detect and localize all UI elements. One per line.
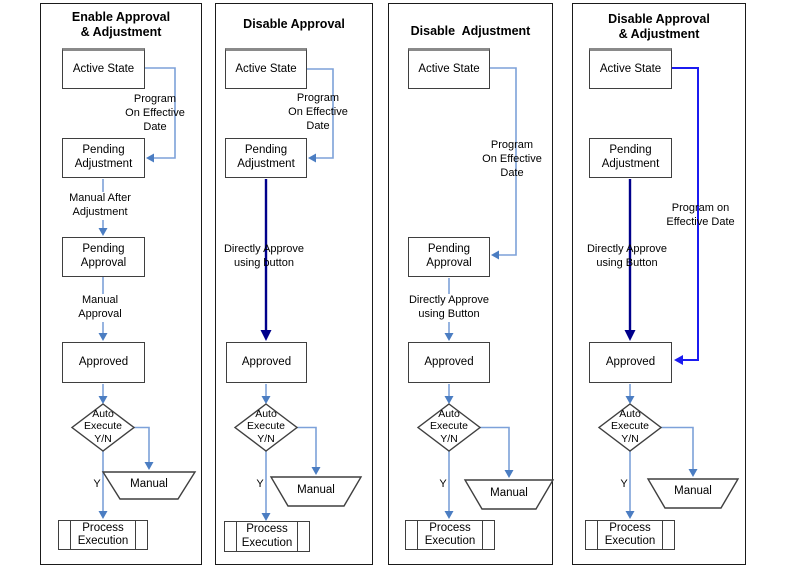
edge-label-manual-approval: Manual Approval — [60, 294, 140, 322]
process-label: Process Execution — [424, 521, 476, 547]
panel-disable-approval: Disable Approval — [215, 3, 373, 565]
node-approved: Approved — [408, 342, 490, 383]
edge-label-yes: Y — [93, 478, 101, 490]
inner-bar — [135, 521, 136, 549]
panel-title: Disable Adjustment — [410, 24, 531, 38]
node-process-execution: Process Execution — [585, 520, 675, 550]
inner-bar — [236, 522, 237, 551]
edge-label-program: Program On Effective Date — [288, 92, 348, 132]
panel-disable-adjustment: Disable Adjustment — [388, 3, 553, 565]
process-label: Process Execution — [604, 521, 656, 547]
node-active-state: Active State — [62, 48, 145, 89]
node-approved: Approved — [62, 342, 145, 383]
inner-bar — [297, 522, 298, 551]
decision-label: Auto Execute Y/N — [430, 408, 468, 445]
node-process-execution: Process Execution — [405, 520, 495, 550]
edge-label-directly-approve: Directly Approve using button — [223, 243, 305, 269]
node-pending-approval: Pending Approval — [62, 237, 145, 277]
manual-label: Manual — [130, 478, 168, 490]
node-approved: Approved — [226, 342, 307, 383]
node-active-state: Active State — [589, 48, 672, 89]
inner-bar — [662, 521, 663, 549]
edge-label-program: Program on Effective Date — [666, 202, 735, 228]
decision-label: Auto Execute Y/N — [611, 408, 649, 445]
manual-label: Manual — [674, 485, 712, 497]
node-pending-approval: Pending Approval — [408, 237, 490, 277]
edge-label-directly-approve: Directly Approve using Button — [403, 294, 495, 322]
edge-label-yes: Y — [620, 478, 628, 490]
panel-title: Disable Approval — [243, 17, 345, 31]
node-pending-adjustment: Pending Adjustment — [589, 138, 672, 178]
panel-title: Enable Approval & Adjustment — [71, 10, 171, 39]
decision-label: Auto Execute Y/N — [247, 408, 285, 445]
process-label: Process Execution — [241, 523, 293, 549]
manual-label: Manual — [297, 484, 335, 496]
edge-label-program: Program On Effective Date — [125, 93, 185, 133]
node-process-execution: Process Execution — [224, 521, 310, 552]
edge-label-yes: Y — [256, 478, 264, 490]
decision-label: Auto Execute Y/N — [84, 408, 122, 445]
node-pending-adjustment: Pending Adjustment — [225, 138, 307, 178]
inner-bar — [482, 521, 483, 549]
process-label: Process Execution — [77, 521, 129, 547]
node-active-state: Active State — [225, 48, 307, 89]
inner-bar — [417, 521, 418, 549]
node-pending-adjustment: Pending Adjustment — [62, 138, 145, 178]
panel-title: Disable Approval & Adjustment — [608, 12, 710, 41]
edge-label-program: Program On Effective Date — [482, 139, 542, 179]
edge-label-directly-approve: Directly Approve using Button — [586, 243, 668, 269]
edge-label-manual-after-adjustment: Manual After Adjustment — [58, 192, 142, 220]
panel-disable-approval-adjustment: Disable Approval & Adjustment — [572, 3, 746, 565]
edge-label-yes: Y — [439, 478, 447, 490]
node-process-execution: Process Execution — [58, 520, 148, 550]
inner-bar — [597, 521, 598, 549]
node-active-state: Active State — [408, 48, 490, 89]
node-approved: Approved — [589, 342, 672, 383]
inner-bar — [70, 521, 71, 549]
manual-label: Manual — [490, 487, 528, 499]
